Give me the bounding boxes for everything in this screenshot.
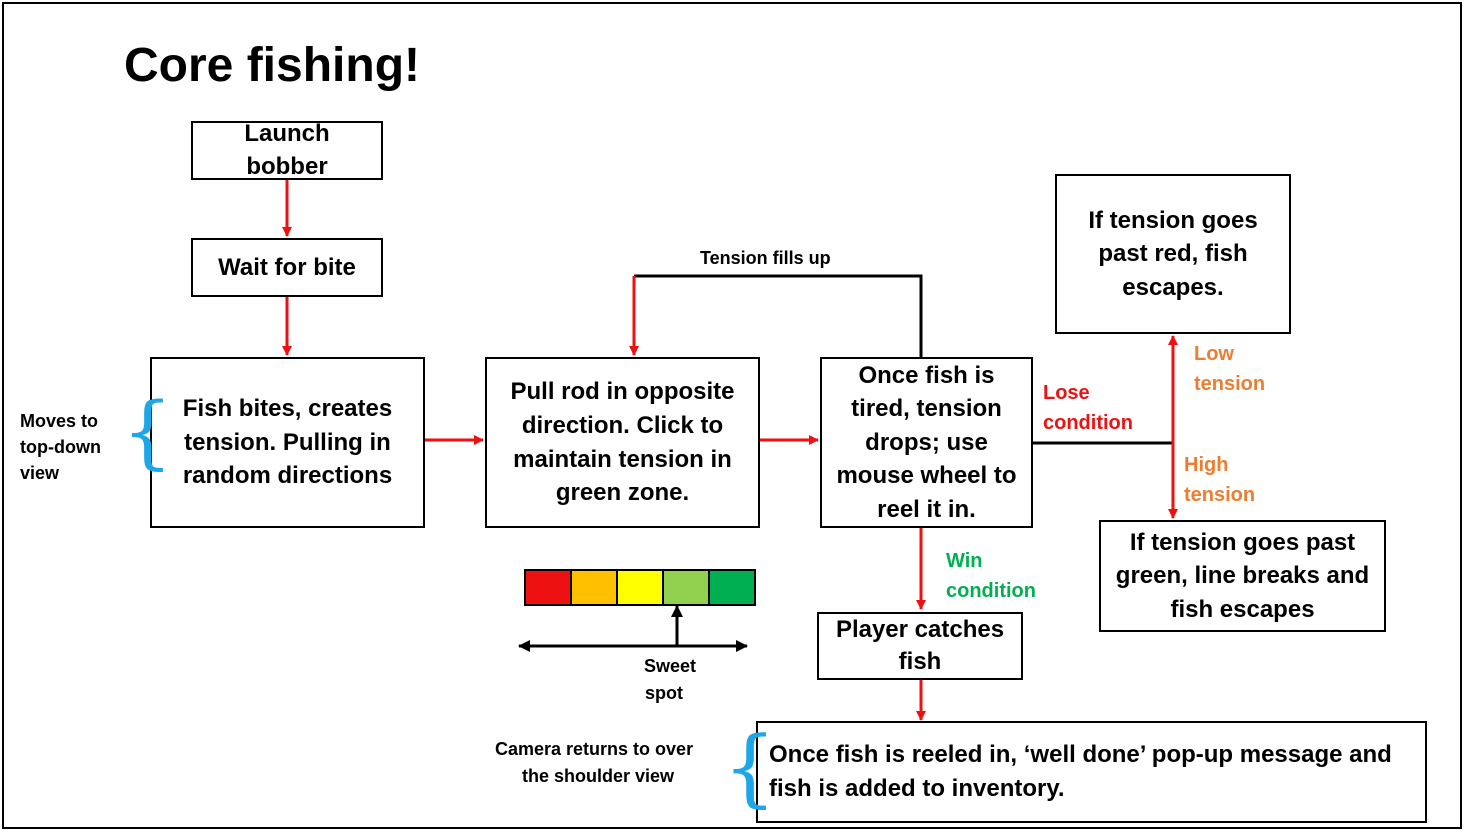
note-camera-line-1: Camera returns to over — [495, 739, 694, 759]
label-high-line-1: High — [1184, 454, 1229, 476]
node-pull-rod: Pull rod in opposite direction. Click to… — [485, 357, 760, 528]
curly-brace-icon: { — [723, 718, 777, 816]
meter-segment-green — [710, 571, 754, 604]
note-moves-line-1: Moves to — [20, 411, 99, 431]
label-high-line-2: tension — [1184, 484, 1256, 506]
label-win-line-1: Win — [946, 550, 983, 572]
label-low-line-1: Low — [1194, 343, 1234, 365]
node-fish-tired: Once fish is tired, tension drops; use m… — [820, 357, 1033, 528]
node-fish-bites: Fish bites, creates tension. Pulling in … — [150, 357, 425, 528]
loop-tension-fills-line — [634, 274, 923, 357]
node-launch-bobber: Launch bobber — [191, 120, 383, 180]
meter-segment-red — [526, 571, 572, 604]
meter-segment-yellow — [618, 571, 664, 604]
curly-brace-icon: { — [122, 385, 173, 478]
node-past-green: If tension goes past green, line breaks … — [1099, 520, 1386, 632]
tension-meter — [524, 569, 756, 606]
node-wait-for-bite: Wait for bite — [191, 238, 383, 297]
node-past-red: If tension goes past red, fish escapes. — [1055, 174, 1291, 334]
node-player-catches: Player catches fish — [817, 612, 1023, 680]
label-win-line-2: condition — [946, 580, 1036, 602]
note-moves-line-2: top-down — [20, 437, 101, 457]
note-moves-line-3: view — [20, 463, 60, 483]
meter-segment-light-green — [664, 571, 710, 604]
page-title: Core fishing! — [124, 39, 420, 92]
label-lose-line-2: condition — [1043, 412, 1133, 434]
note-camera-line-2: the shoulder view — [522, 766, 675, 786]
label-lose-line-1: Lose — [1043, 382, 1090, 404]
label-sweet-line-2: spot — [645, 683, 683, 703]
label-low-line-2: tension — [1194, 373, 1266, 395]
label-tension-fills-up: Tension fills up — [700, 248, 831, 268]
meter-segment-orange — [572, 571, 618, 604]
node-reeled-in: Once fish is reeled in, ‘well done’ pop-… — [756, 721, 1427, 823]
label-sweet-line-1: Sweet — [644, 656, 697, 676]
